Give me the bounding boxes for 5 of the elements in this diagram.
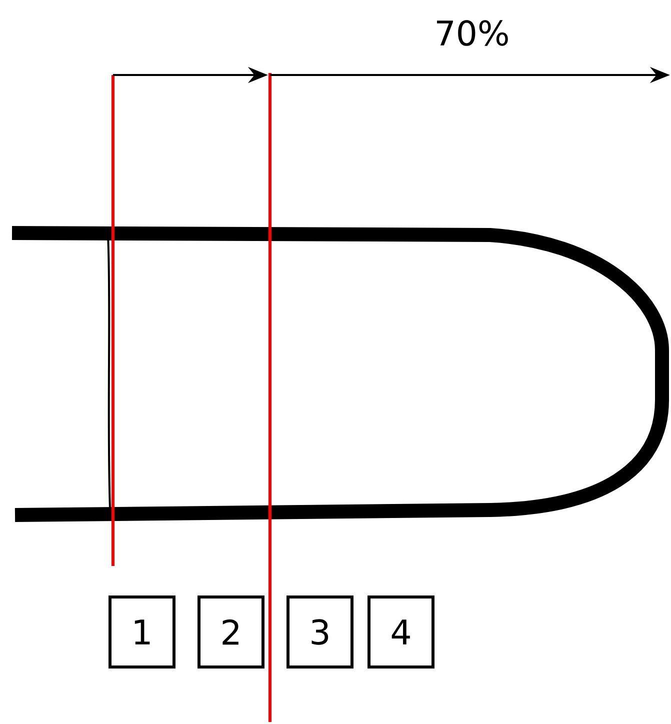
number-box: 1 (108, 596, 176, 668)
number-box: 3 (286, 596, 354, 668)
number-box: 4 (368, 596, 434, 668)
percentage-label: 70% (437, 20, 508, 46)
number-box: 2 (198, 596, 264, 668)
